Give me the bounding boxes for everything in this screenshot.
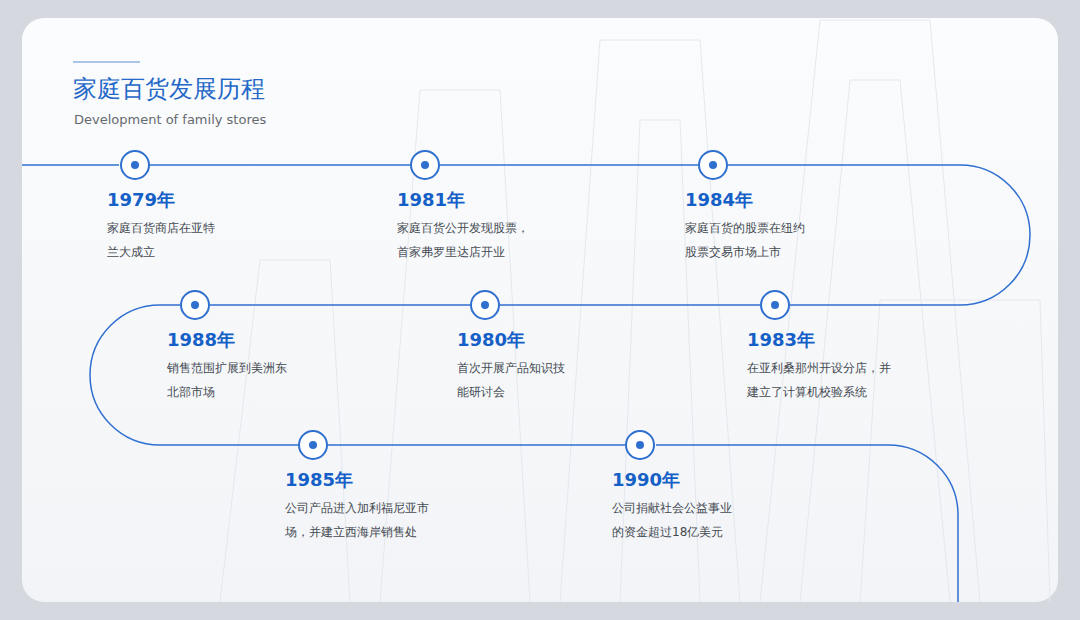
- year-label: 1979年: [107, 189, 175, 211]
- page-title: 家庭百货发展历程: [73, 73, 265, 105]
- timeline-connector: [500, 304, 760, 306]
- marker-dot: [481, 301, 489, 309]
- event-description: 销售范围扩展到美洲东 北部市场: [167, 356, 295, 404]
- event-description: 家庭百货商店在亚特 兰大成立: [107, 216, 223, 264]
- timeline-marker: 1981年家庭百货公开发现股票， 首家弗罗里达店开业: [410, 150, 440, 180]
- year-label: 1980年: [457, 329, 525, 351]
- year-label: 1988年: [167, 329, 235, 351]
- year-label: 1985年: [285, 469, 353, 491]
- title-accent-line: [73, 62, 140, 63]
- event-description: 公司产品进入加利福尼亚市 场，并建立西海岸销售处: [285, 496, 437, 544]
- year-label: 1983年: [747, 329, 815, 351]
- marker-dot: [191, 301, 199, 309]
- timeline-connector: [150, 164, 410, 166]
- building-watermark: [220, 20, 1050, 602]
- marker-dot: [421, 161, 429, 169]
- timeline-marker: 1985年公司产品进入加利福尼亚市 场，并建立西海岸销售处: [298, 430, 328, 460]
- timeline-tail-line: [656, 445, 958, 602]
- event-description: 在亚利桑那州开设分店，并 建立了计算机校验系统: [747, 356, 899, 404]
- page-subtitle: Development of family stores: [74, 111, 266, 129]
- year-label: 1990年: [612, 469, 680, 491]
- marker-dot: [709, 161, 717, 169]
- event-description: 公司捐献社会公益事业 的资金超过18亿美元: [612, 496, 740, 544]
- timeline-marker: 1984年家庭百货的股票在纽约 股票交易市场上市: [698, 150, 728, 180]
- timeline-connector: [328, 444, 625, 446]
- marker-dot: [771, 301, 779, 309]
- timeline-connector: [90, 305, 298, 445]
- timeline-connector: [440, 164, 698, 166]
- event-description: 家庭百货的股票在纽约 股票交易市场上市: [685, 216, 813, 264]
- marker-dot: [131, 161, 139, 169]
- timeline-marker: 1983年在亚利桑那州开设分店，并 建立了计算机校验系统: [760, 290, 790, 320]
- year-label: 1981年: [397, 189, 465, 211]
- marker-dot: [309, 441, 317, 449]
- timeline-marker: 1980年首次开展产品知识技 能研讨会: [470, 290, 500, 320]
- timeline-lead-line: [22, 164, 119, 166]
- timeline-connector: [210, 304, 470, 306]
- year-label: 1984年: [685, 189, 753, 211]
- event-description: 家庭百货公开发现股票， 首家弗罗里达店开业: [397, 216, 537, 264]
- event-description: 首次开展产品知识技 能研讨会: [457, 356, 573, 404]
- timeline-marker: 1979年家庭百货商店在亚特 兰大成立: [120, 150, 150, 180]
- timeline-marker: 1988年销售范围扩展到美洲东 北部市场: [180, 290, 210, 320]
- timeline-marker: 1990年公司捐献社会公益事业 的资金超过18亿美元: [625, 430, 655, 460]
- marker-dot: [636, 441, 644, 449]
